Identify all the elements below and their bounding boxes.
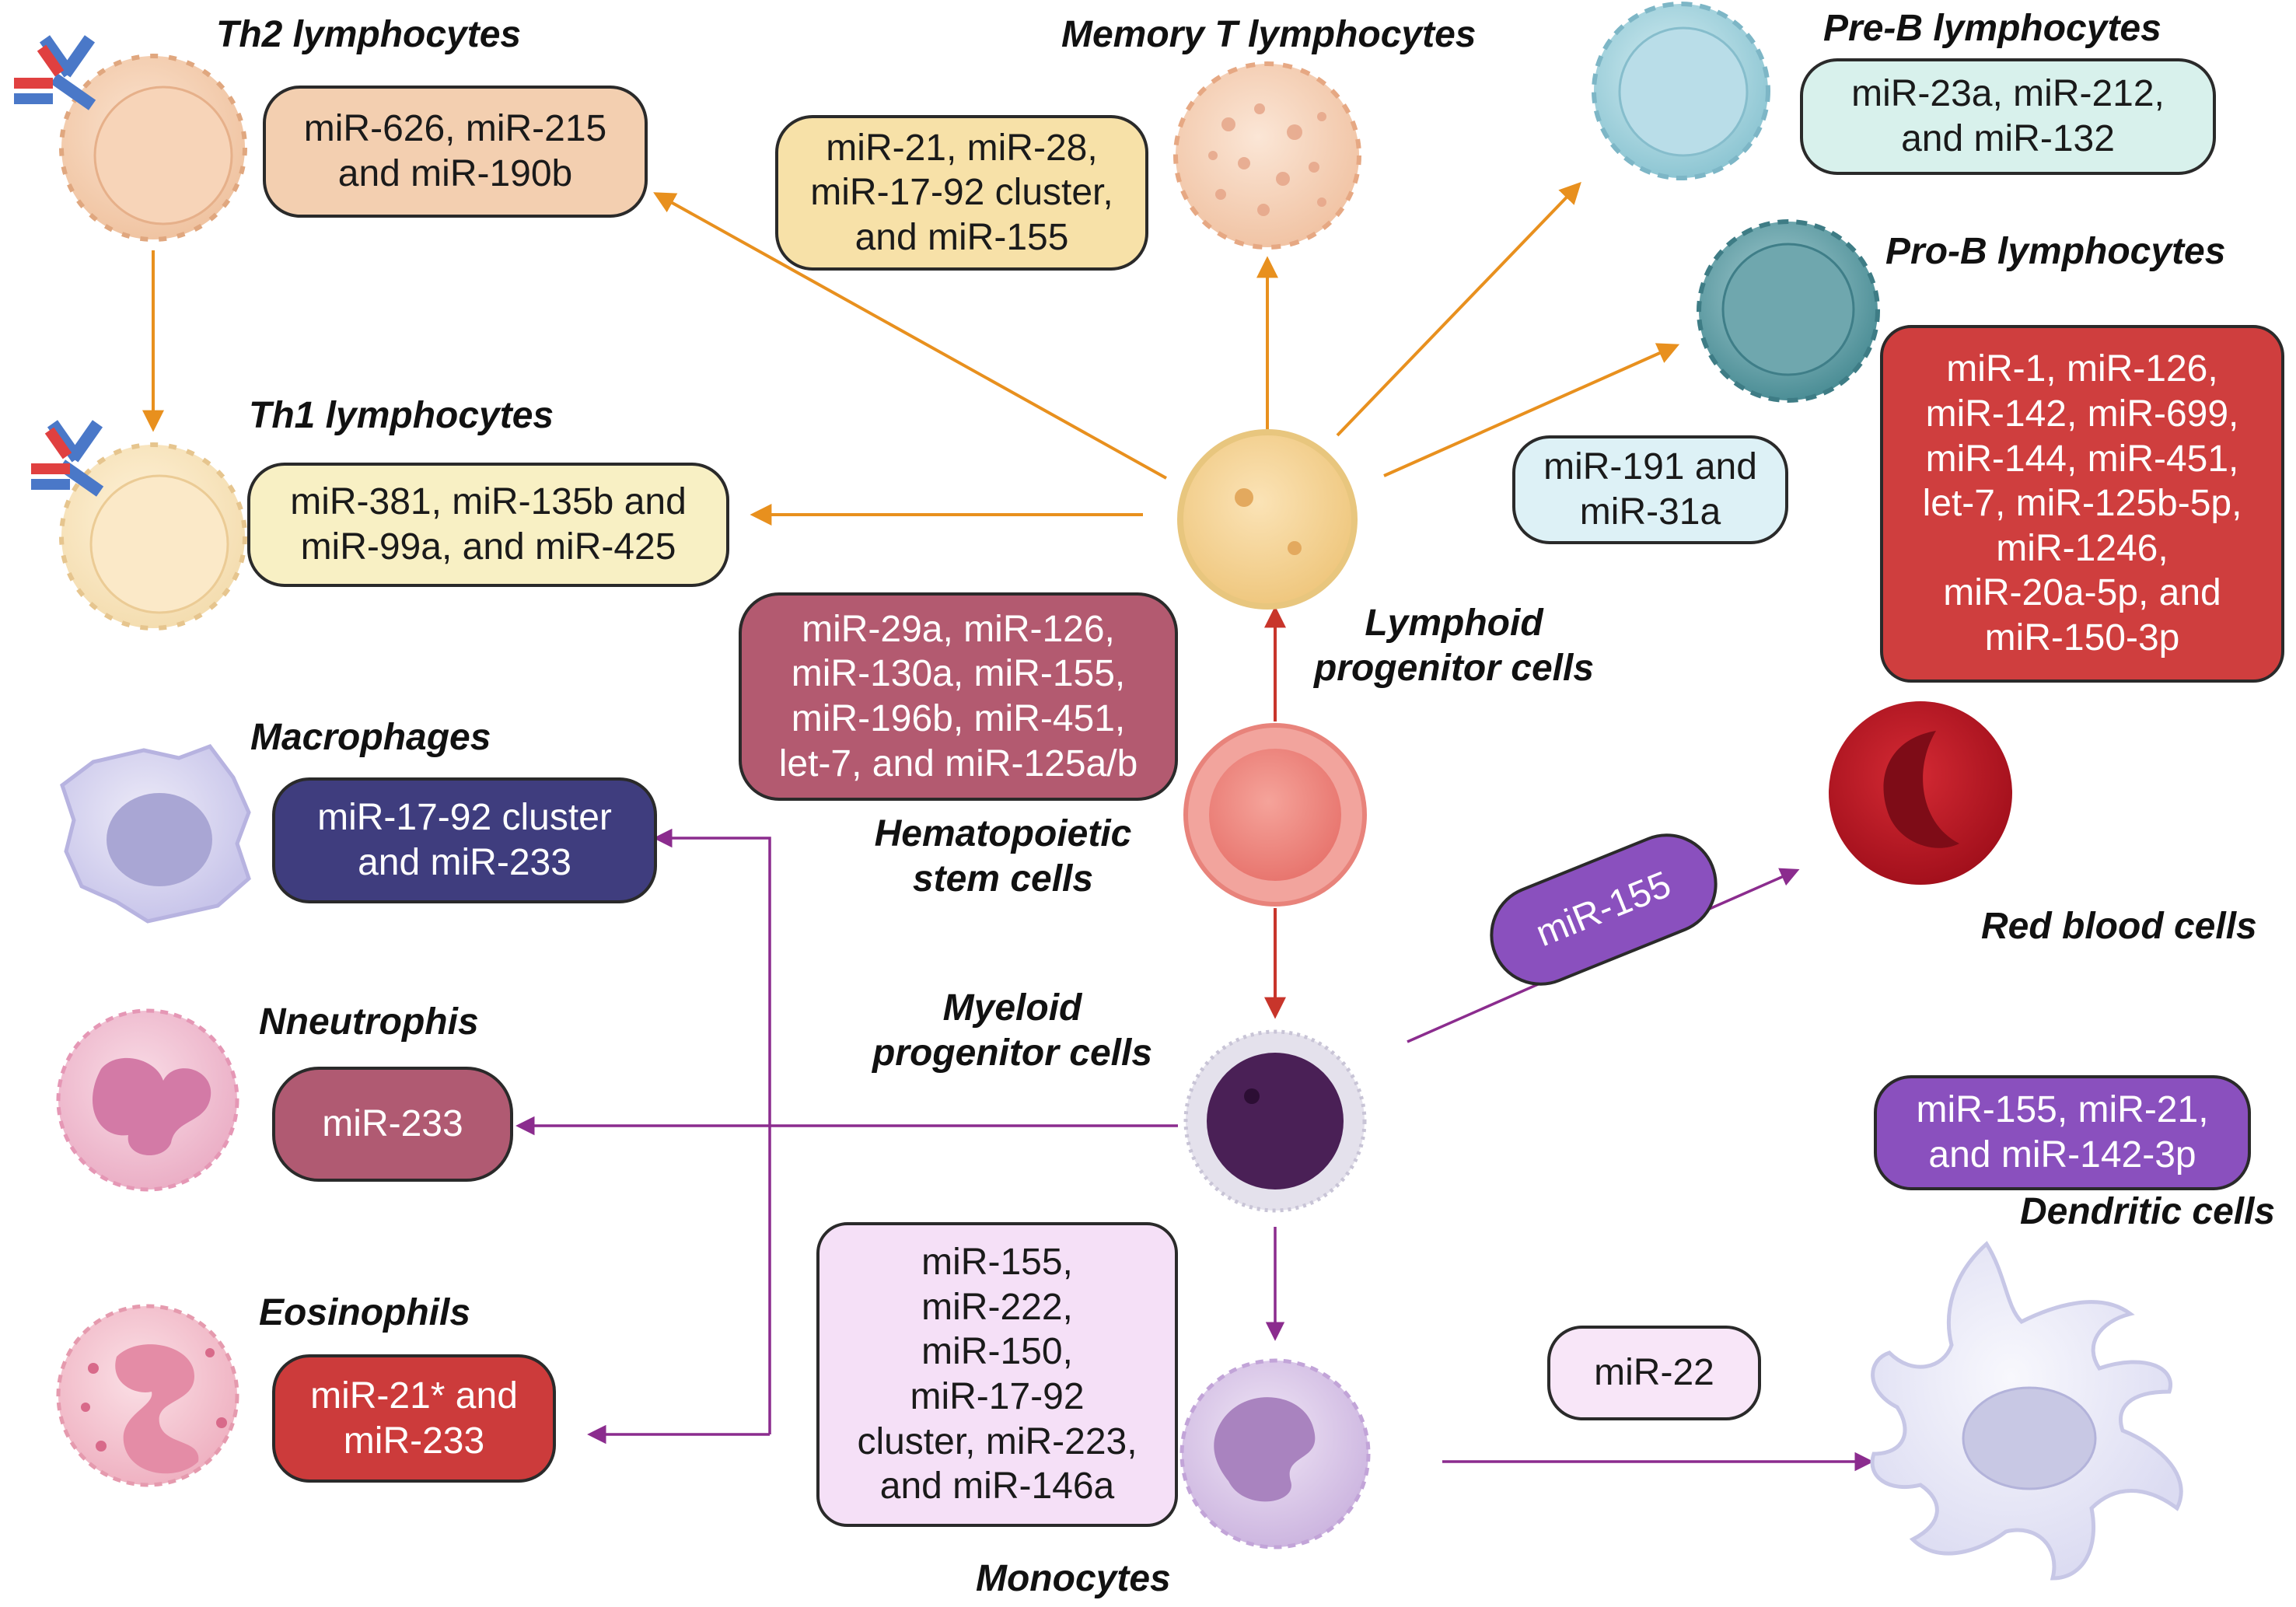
mirna-label-myeloid-rbc: miR-155 [1530,864,1677,955]
mirna-line: cluster, miR-223, [857,1420,1138,1462]
hematopoietic-stem-cell [1183,723,1367,907]
mirna-box-rbc: miR-1, miR-126,miR-142, miR-699,miR-144,… [1880,325,2284,683]
red-blood-cell [1829,701,2012,885]
mirna-line: miR-144, miR-451, [1925,438,2239,480]
mirna-box-memory-t: miR-21, miR-28,miR-17-92 cluster,and miR… [775,115,1148,271]
mirna-line: miR-626, miR-215 [303,108,607,150]
mirna-line: miR-99a, and miR-425 [300,526,676,568]
label-hematopoietic-stem-cells: Hematopoietic stem cells [855,812,1151,901]
mirna-line: miR-21* and [310,1375,518,1417]
mirna-line: and miR-190b [337,153,573,194]
dendritic-cell [1870,1241,2183,1581]
label-lymphoid-progenitor-cells: Lymphoid progenitor cells [1306,601,1602,690]
mirna-line: miR-222, [921,1286,1073,1328]
mirna-line: miR-17-92 [910,1376,1085,1417]
label-neutrophils: Nneutrophis [259,1001,479,1043]
label-th2-lymphocytes: Th2 lymphocytes [216,14,522,55]
mirna-line: miR-191 and [1543,446,1757,488]
label-hsc-line2: stem cells [912,858,1094,900]
label-pro-b-lymphocytes: Pro-B lymphocytes [1885,231,2226,272]
pro-b-cell [1697,219,1880,403]
lymphoid-progenitor-cell [1177,429,1358,610]
label-monocytes: Monocytes [976,1558,1171,1599]
lymphoid-arrows [142,181,1680,526]
mirna-line: miR-31a [1579,491,1721,533]
mirna-line: and miR-132 [1901,118,2115,159]
mirna-line: miR-150-3p [1984,617,2180,659]
myeloid-progenitor-cell [1183,1029,1367,1213]
macrophage-cell [60,744,251,924]
mirna-box-neutrophils: miR-233 [272,1067,513,1182]
th2-cell [14,35,247,242]
pre-b-cell [1592,2,1770,180]
mirna-line: miR-21, miR-28, [826,127,1098,169]
label-red-blood-cells: Red blood cells [1981,906,2257,947]
mirna-line: miR-23a, miR-212, [1851,73,2165,115]
monocyte-cell [1179,1358,1371,1549]
mirna-line: miR-381, miR-135b and [290,481,687,523]
mirna-line: and miR-233 [358,842,571,883]
mirna-line: miR-1246, [1996,527,2168,569]
label-hsc-line1: Hematopoietic [874,813,1132,854]
receptor-icon [31,420,104,497]
mirna-line: let-7, miR-125b-5p, [1922,483,2242,525]
mirna-label-neutrophils: miR-233 [322,1103,463,1145]
th1-cell [31,420,247,631]
mirna-line: miR-29a, miR-126, [802,608,1115,650]
mirna-line: miR-17-92 cluster [317,797,612,839]
mirna-box-pre-b: miR-23a, miR-212,and miR-132 [1800,58,2216,175]
label-myeloid-line2: progenitor cells [872,1032,1153,1074]
mirna-line: miR-150, [921,1331,1073,1373]
mirna-line: miR-155, [921,1242,1073,1284]
label-memory-t-lymphocytes: Memory T lymphocytes [1061,14,1476,55]
mirna-line: miR-17-92 cluster, [810,172,1113,214]
mirna-line: miR-196b, miR-451, [791,698,1126,739]
arrow-branch-macrophages-eosinophils [653,828,771,1434]
label-macrophages: Macrophages [250,717,491,758]
arrow-lymphoid-to-pro-b [1383,343,1680,477]
memory-t-cell [1173,61,1361,250]
label-th1-lymphocytes: Th1 lymphocytes [249,395,554,436]
mirna-line: miR-20a-5p, and [1943,572,2221,614]
mirna-line: miR-233 [343,1420,485,1462]
mirna-label-monocyte-dendritic: miR-22 [1594,1352,1714,1394]
mirna-line: miR-155, miR-21, [1916,1089,2209,1131]
neutrophil-cell [56,1008,239,1192]
mirna-line: miR-142, miR-699, [1925,393,2239,435]
label-pre-b-lymphocytes: Pre-B lymphocytes [1823,8,2161,49]
arrow-lymphoid-to-th2 [653,192,1167,480]
label-lymphoid-line2: progenitor cells [1313,647,1595,689]
label-myeloid-progenitor-cells: Myeloid progenitor cells [865,986,1160,1075]
mirna-line: miR-130a, miR-155, [791,653,1126,695]
label-eosinophils: Eosinophils [259,1292,471,1333]
mirna-box-monocyte-dendritic: miR-22 [1547,1326,1761,1420]
mirna-line: and miR-155 [854,216,1069,258]
mirna-box-dendritic: miR-155, miR-21,and miR-142-3p [1874,1075,2251,1190]
eosinophil-cell [56,1304,239,1487]
label-myeloid-line1: Myeloid [942,987,1082,1029]
arrow-lymphoid-to-pre-b [1336,181,1581,437]
mirna-line: and miR-142-3p [1928,1134,2196,1176]
mirna-line: miR-1, miR-126, [1946,348,2218,390]
mirna-line: let-7, and miR-125a/b [778,742,1138,784]
mirna-line: and miR-146a [879,1466,1115,1507]
label-lymphoid-line1: Lymphoid [1365,603,1543,644]
label-dendritic-cells: Dendritic cells [2020,1191,2276,1232]
receptor-icon [14,35,96,110]
mirna-box-hsc: miR-29a, miR-126,miR-130a, miR-155,miR-1… [739,592,1178,801]
